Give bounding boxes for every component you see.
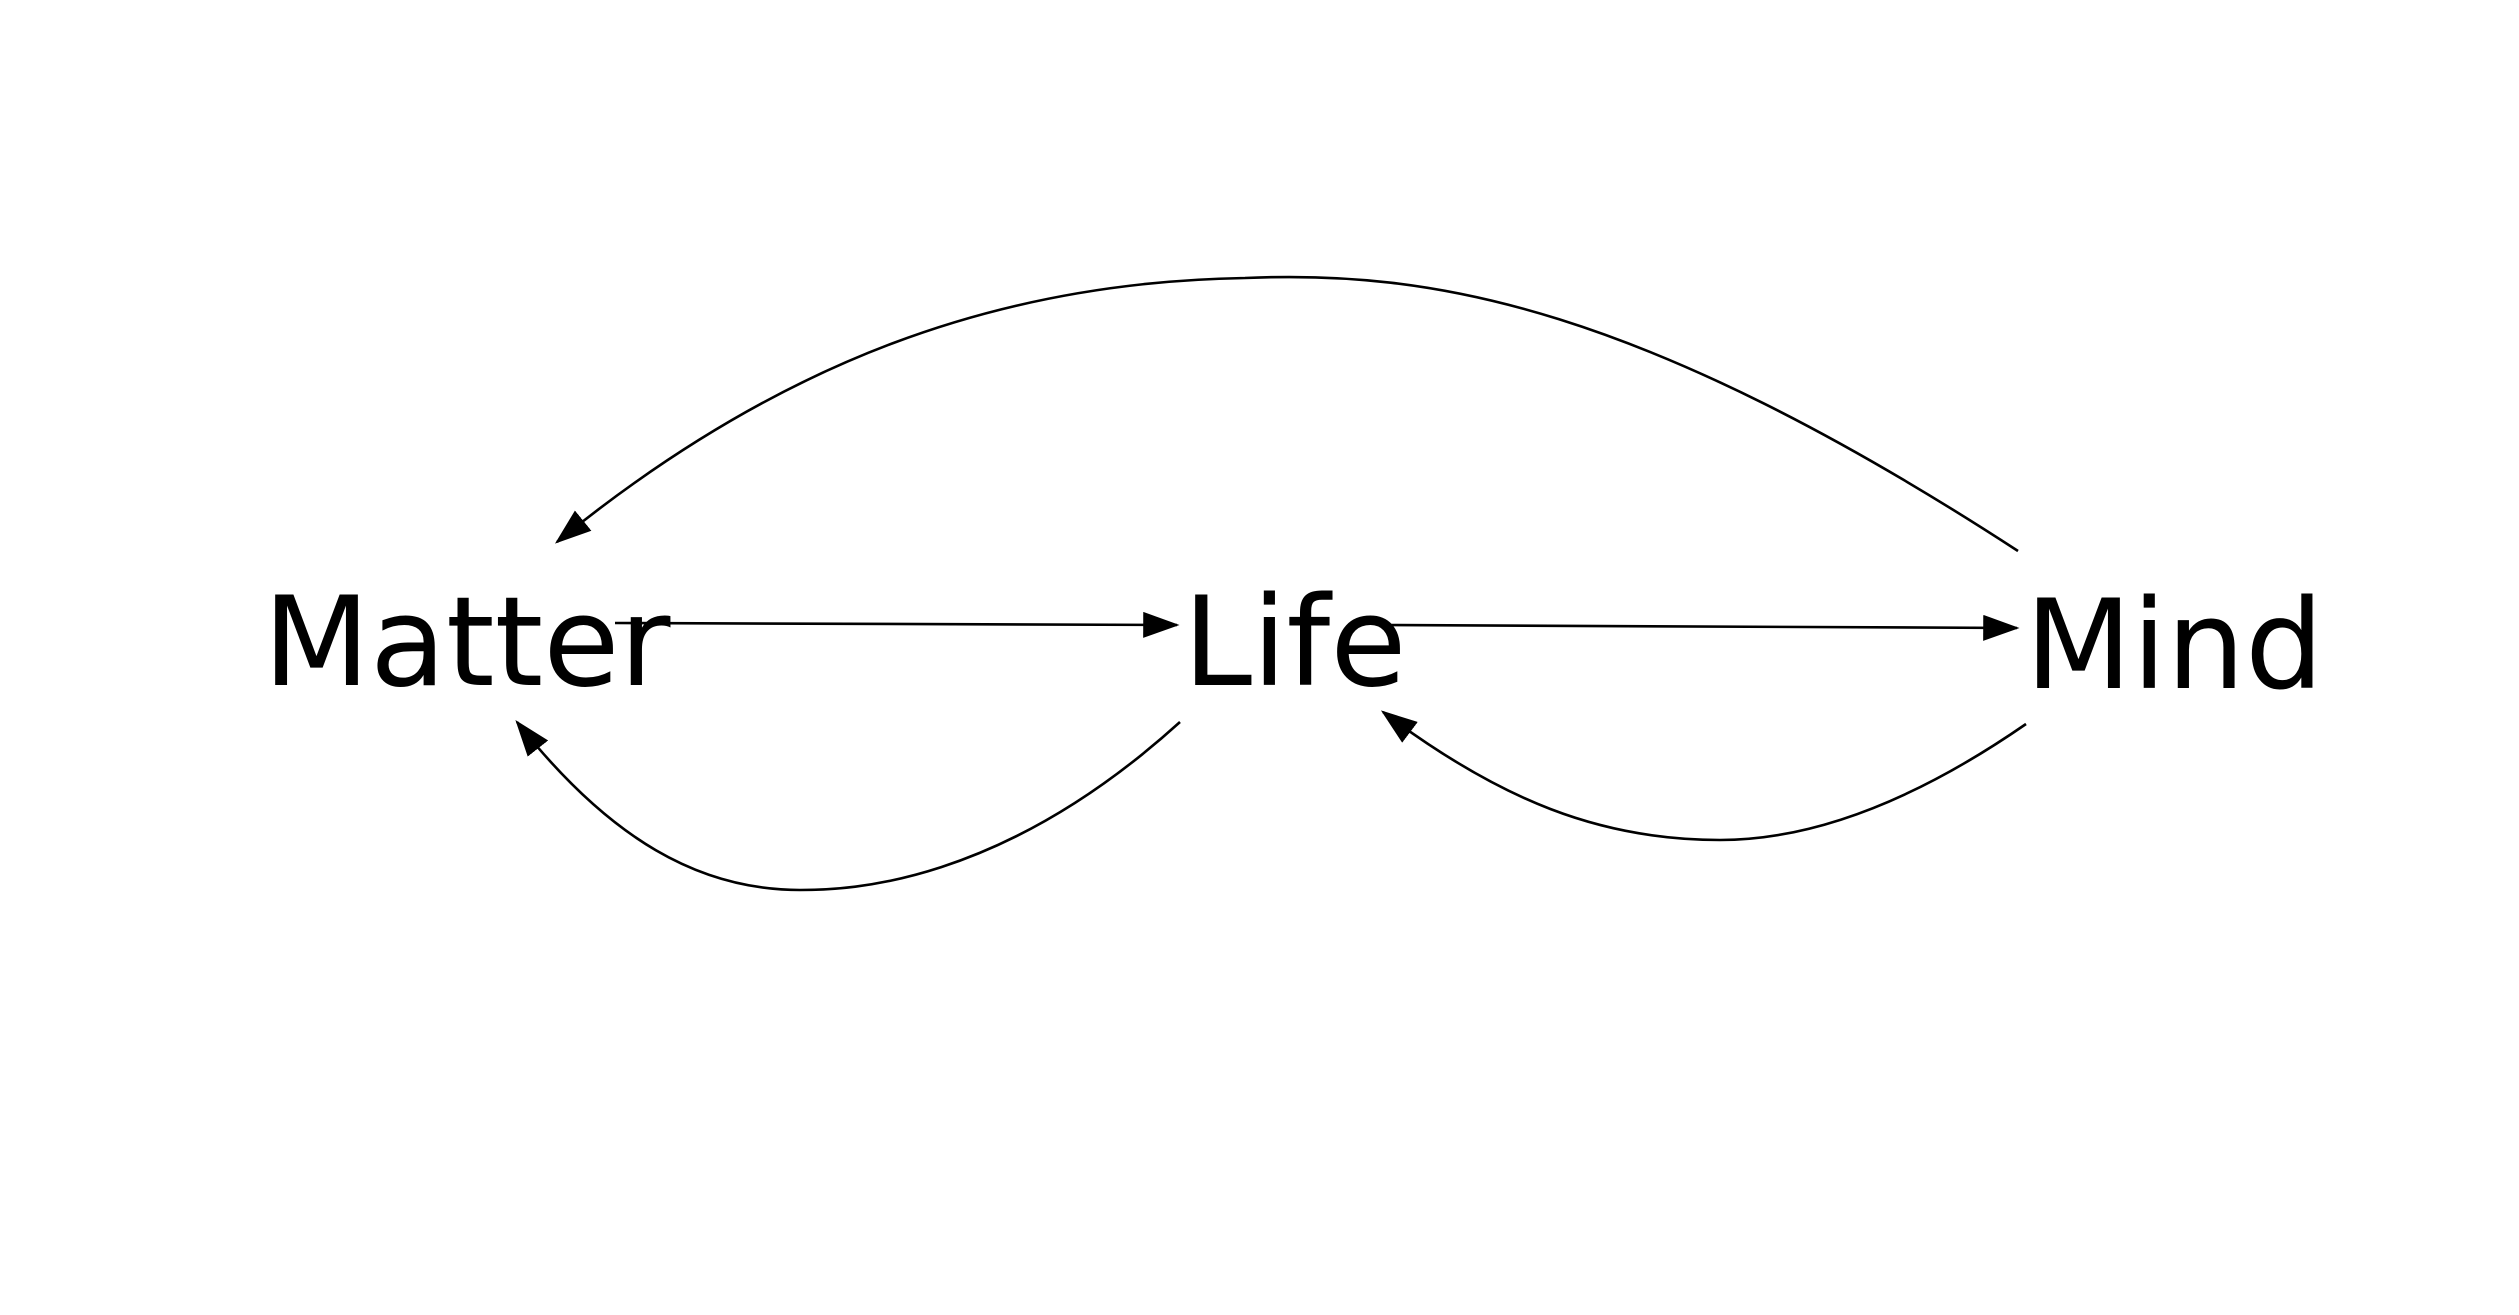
node-matter-label: Matter (263, 571, 671, 715)
edge-matter-to-life (614, 611, 1180, 638)
edge-life-to-mind (1377, 614, 2020, 641)
edge-mind-to-life (1380, 710, 2027, 842)
node-life-label: Life (1183, 571, 1406, 715)
edge-life-to-matter (515, 719, 1181, 892)
edge-mind-to-matter (554, 275, 2019, 553)
node-mind-label: Mind (2025, 574, 2324, 718)
